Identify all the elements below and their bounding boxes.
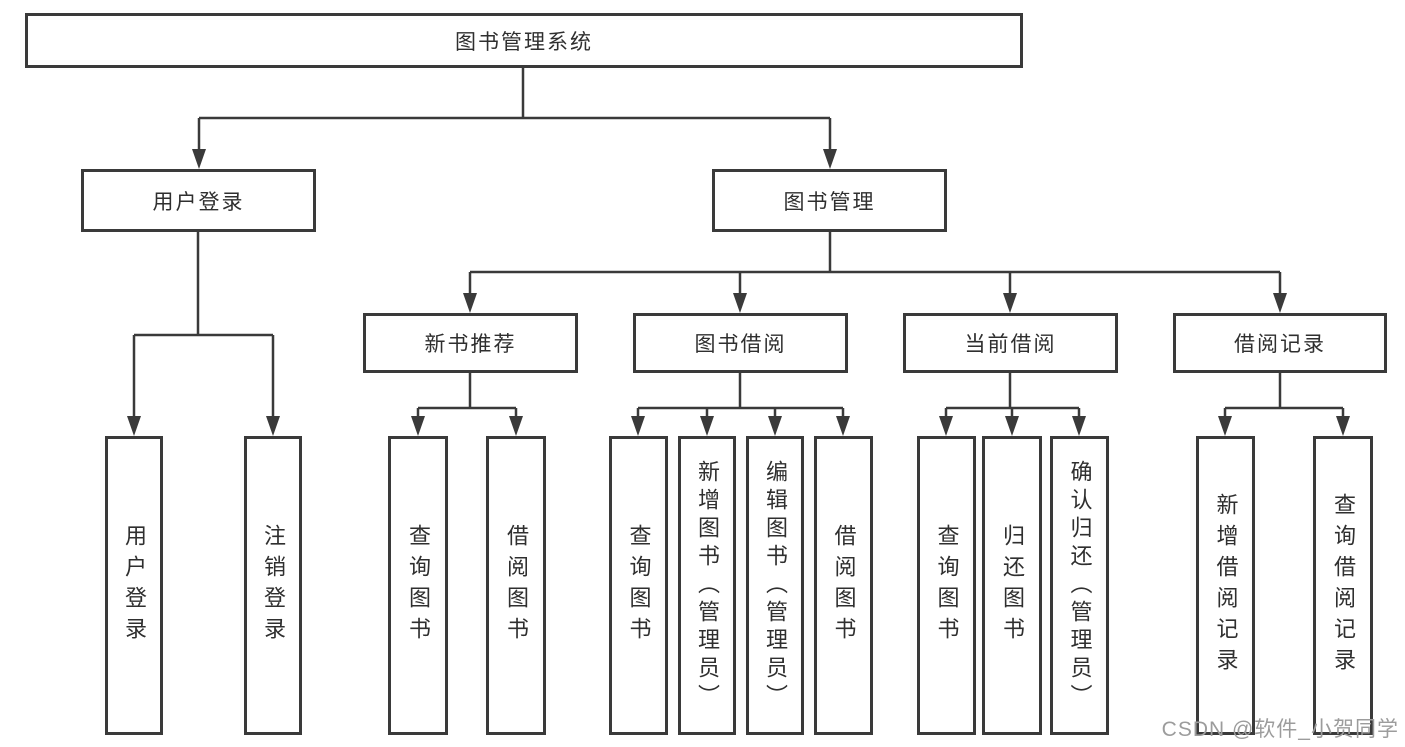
leaf-current-query-books-label: 查询图书: [934, 523, 960, 648]
node-root: 图书管理系统: [25, 13, 1023, 68]
leaf-borrow-query-books: 查询图书: [609, 436, 668, 735]
leaf-current-return-books: 归还图书: [982, 436, 1042, 735]
node-book-management-label: 图书管理: [783, 190, 876, 214]
leaf-current-return-books-label: 归还图书: [1000, 523, 1025, 648]
node-new-book-recommend: 新书推荐: [363, 313, 578, 373]
leaf-logout: 注销登录: [244, 436, 302, 735]
leaf-borrow-edit-books-label: 编辑图书（管理员）: [763, 459, 788, 712]
leaf-user-login: 用户登录: [105, 436, 163, 735]
node-book-borrow: 图书借阅: [633, 313, 848, 373]
leaf-record-query: 查询借阅记录: [1313, 436, 1373, 735]
leaf-record-query-label: 查询借阅记录: [1331, 492, 1356, 679]
leaf-borrow-add-books-label: 新增图书（管理员）: [695, 459, 720, 712]
leaf-borrow-borrow-books: 借阅图书: [814, 436, 873, 735]
leaf-borrow-edit-books: 编辑图书（管理员）: [746, 436, 804, 735]
leaf-current-query-books: 查询图书: [917, 436, 976, 735]
leaf-user-login-label: 用户登录: [122, 523, 147, 648]
leaf-borrow-borrow-books-label: 借阅图书: [831, 523, 857, 648]
leaf-recommend-borrow-books-label: 借阅图书: [504, 523, 529, 648]
leaf-borrow-query-books-label: 查询图书: [626, 523, 652, 648]
watermark: CSDN @软件_小贺同学: [1161, 718, 1399, 741]
node-borrow-record: 借阅记录: [1173, 313, 1387, 373]
arrowheads: [127, 149, 1350, 436]
node-current-borrow: 当前借阅: [903, 313, 1118, 373]
leaf-borrow-add-books: 新增图书（管理员）: [678, 436, 736, 735]
node-new-book-recommend-label: 新书推荐: [424, 333, 517, 356]
node-user-login-label: 用户登录: [152, 190, 245, 214]
node-root-label: 图书管理系统: [455, 30, 593, 54]
leaf-record-add: 新增借阅记录: [1196, 436, 1255, 735]
node-book-management: 图书管理: [712, 169, 947, 232]
leaf-recommend-query-books: 查询图书: [388, 436, 448, 735]
leaf-recommend-query-books-label: 查询图书: [406, 523, 431, 648]
node-book-borrow-label: 图书借阅: [694, 333, 787, 356]
leaf-record-add-label: 新增借阅记录: [1213, 492, 1239, 679]
node-current-borrow-label: 当前借阅: [964, 333, 1057, 356]
node-borrow-record-label: 借阅记录: [1234, 333, 1326, 356]
leaf-logout-label: 注销登录: [261, 523, 286, 648]
leaf-current-confirm-return: 确认归还（管理员）: [1050, 436, 1109, 735]
leaf-recommend-borrow-books: 借阅图书: [486, 436, 546, 735]
leaf-current-confirm-return-label: 确认归还（管理员）: [1067, 459, 1093, 712]
node-user-login: 用户登录: [81, 169, 316, 232]
